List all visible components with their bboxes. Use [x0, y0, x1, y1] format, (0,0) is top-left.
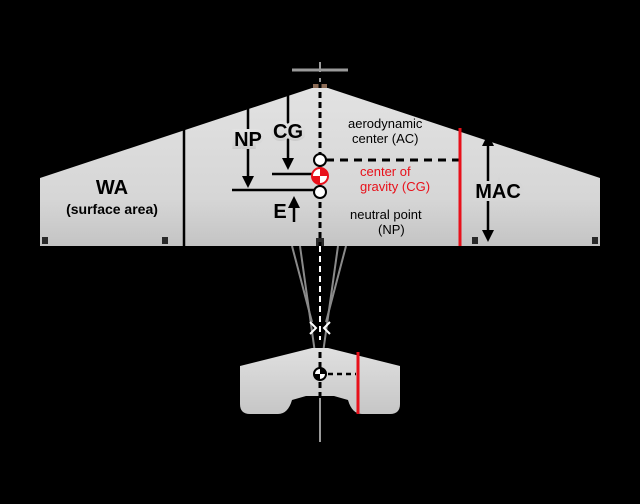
np-label: NP — [234, 129, 262, 151]
e-label: E — [273, 201, 286, 223]
cg-label-line2: gravity (CG) — [360, 179, 430, 194]
np-label-line1: neutral point — [350, 207, 422, 222]
ac-label-line2: center (AC) — [352, 131, 418, 146]
ac-marker — [313, 153, 327, 167]
np-dimension — [232, 92, 318, 192]
mac-dimension — [482, 134, 494, 242]
e-dimension — [288, 196, 300, 222]
np-marker — [313, 185, 327, 199]
cg-label: CG — [273, 121, 303, 143]
cg-dimension — [272, 92, 312, 176]
cg-label-line1: center of — [360, 164, 411, 179]
wa-label: WA — [96, 177, 128, 199]
fuselage-joint — [309, 321, 331, 335]
mac-label: MAC — [475, 181, 521, 203]
np-label-line2: (NP) — [378, 222, 405, 237]
ac-label-line1: aerodynamic — [348, 116, 423, 131]
wa-sub-label: (surface area) — [66, 201, 158, 217]
fuselage-struts — [291, 245, 347, 361]
tail-ac-marker — [313, 367, 327, 381]
cg-marker — [311, 167, 329, 185]
